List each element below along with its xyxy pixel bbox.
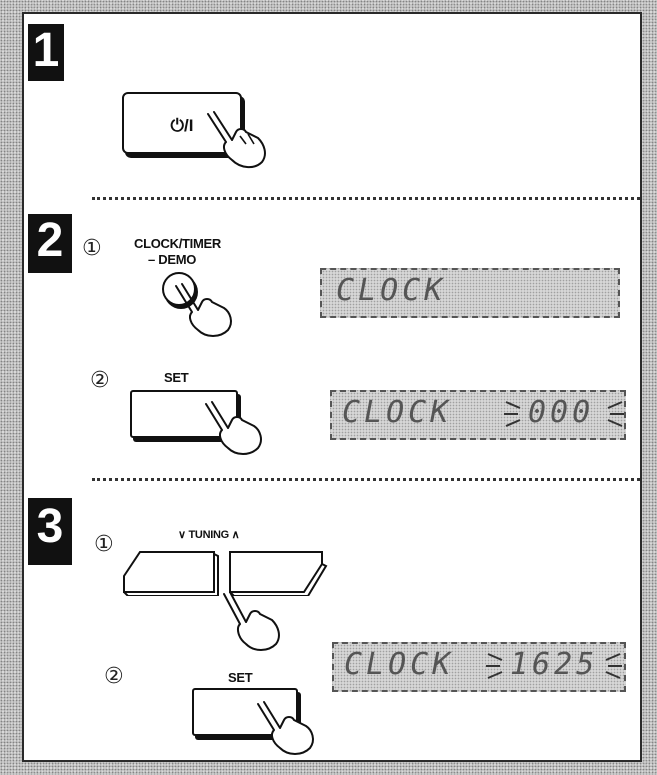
power-button-label: ⏻/I: [170, 116, 194, 135]
display-clock-text: CLOCK: [342, 395, 453, 430]
pointing-hand-icon: [257, 701, 314, 755]
section-divider-1: [92, 197, 640, 200]
pointing-hand-icon: [223, 592, 280, 651]
set-label: SET: [164, 370, 189, 385]
pointing-hand-icon: [205, 401, 262, 455]
substep-1-marker: ①: [82, 236, 102, 261]
display-clock-time: CLOCK 1625: [332, 642, 626, 692]
substep-2-marker: ②: [104, 664, 124, 689]
step-1-badge: 1: [28, 24, 64, 81]
blink-rays-icon: [504, 401, 624, 427]
substep-2-marker: ②: [90, 368, 110, 393]
clock-timer-label: CLOCK/TIMER: [134, 236, 221, 251]
instruction-card: 1 ⏻/I 2 ① CLOCK/TIMER – DEMO CLOCK ② SET…: [22, 12, 642, 762]
section-divider-2: [92, 478, 640, 481]
set-label: SET: [228, 670, 253, 685]
tuning-up-button[interactable]: [228, 550, 328, 596]
step-2-badge: 2: [28, 214, 72, 273]
substep-1-marker: ①: [94, 532, 114, 557]
display-clock-set: CLOCK 000: [330, 390, 626, 440]
display-clock-text: CLOCK: [344, 647, 455, 682]
blink-rays-icon: [486, 653, 622, 679]
display-blinking-value: 000: [528, 395, 595, 430]
display-clock: CLOCK: [320, 268, 620, 318]
set-button[interactable]: [192, 688, 298, 736]
demo-label: – DEMO: [148, 252, 197, 267]
clock-timer-button[interactable]: [162, 272, 196, 306]
step-3-badge: 3: [28, 498, 72, 565]
display-clock-text: CLOCK: [336, 273, 447, 308]
pointing-hand-icon: [207, 111, 266, 168]
pointing-hand-icon: [175, 283, 232, 337]
tuning-down-button[interactable]: [120, 550, 220, 596]
display-time-value: 1625: [510, 647, 599, 682]
tuning-label: ∨ TUNING ∧: [178, 529, 240, 541]
